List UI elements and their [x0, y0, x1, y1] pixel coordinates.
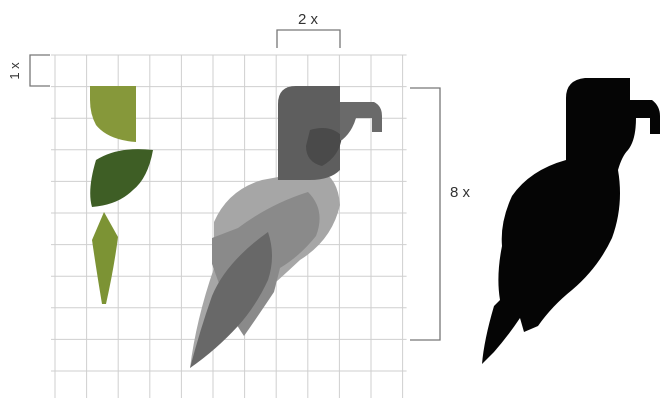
dimension-8x-label: 8 x — [450, 184, 471, 201]
dimension-1x-label: 1 x — [7, 62, 22, 80]
parrot-construction — [190, 86, 382, 368]
parrot-beak-shape — [340, 102, 382, 140]
dimension-2x: 2 x — [277, 11, 340, 48]
parrot-silhouette — [482, 78, 660, 364]
leaf-top-shape — [90, 86, 136, 142]
dimension-8x: 8 x — [410, 88, 471, 340]
leaf-bottom-shape — [92, 212, 118, 304]
dimension-2x-label: 2 x — [298, 11, 319, 28]
leaf-middle-shape — [90, 149, 153, 207]
dimension-1x: 1 x — [7, 55, 50, 86]
